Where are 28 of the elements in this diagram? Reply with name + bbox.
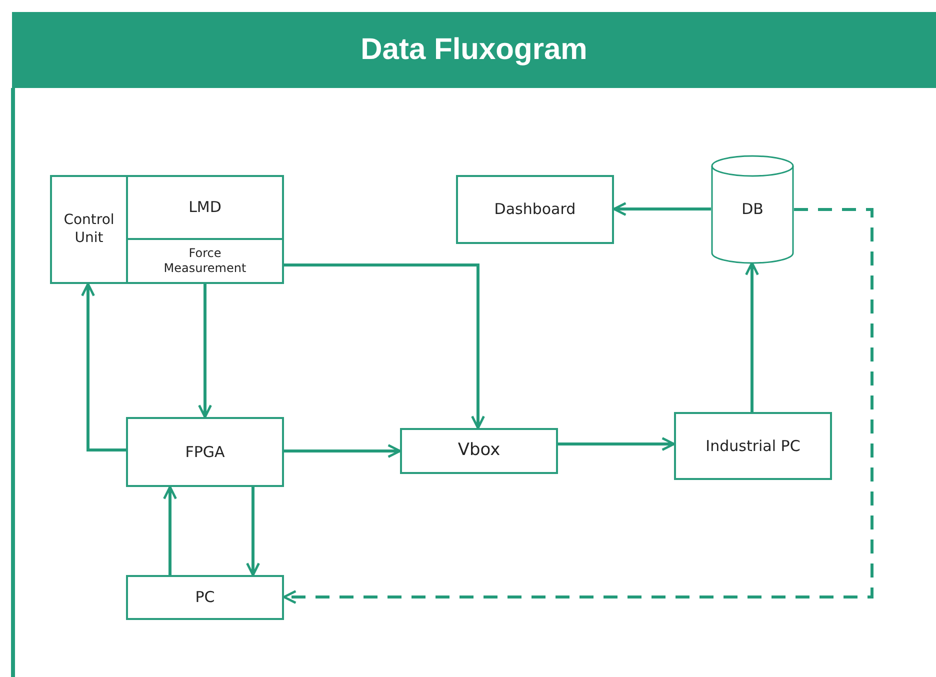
diagram-title: Data Fluxogram	[360, 33, 588, 67]
arrow	[246, 487, 260, 576]
node-label: LMD	[188, 198, 222, 217]
arrow	[745, 262, 759, 412]
dashed-arrow	[282, 208, 874, 604]
node-label: PC	[195, 588, 215, 607]
arrow	[163, 486, 177, 575]
process-box	[50, 175, 128, 284]
arrow	[612, 202, 711, 216]
process-box	[126, 175, 284, 240]
arrow	[558, 437, 676, 451]
node-label: Vbox	[458, 440, 500, 462]
arrow	[198, 284, 212, 418]
node-label: Industrial PC	[706, 436, 800, 456]
arrow	[284, 444, 402, 458]
process-box	[126, 238, 284, 284]
node-label: Force Measurement	[162, 246, 248, 276]
arrow	[284, 264, 485, 430]
process-box	[126, 417, 284, 487]
process-box	[126, 575, 284, 620]
process-box	[674, 412, 832, 480]
process-box	[456, 175, 614, 244]
node-label: DB	[742, 200, 764, 219]
node-label: Control Unit	[62, 212, 116, 247]
process-box	[400, 428, 558, 474]
arrow	[81, 282, 126, 452]
node-label: FPGA	[185, 442, 225, 462]
node-label: Dashboard	[494, 200, 576, 219]
